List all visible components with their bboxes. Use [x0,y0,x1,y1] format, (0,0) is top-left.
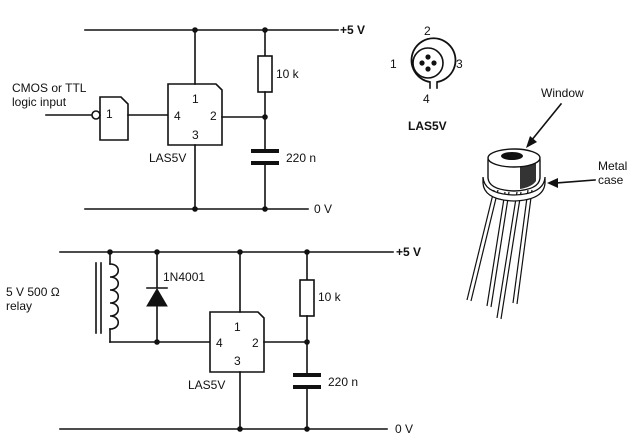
top-supply-label: +5 V [340,23,365,37]
top-resistor [257,55,273,93]
pinout-pin-dot-4 [425,66,431,72]
bottom-circuit: +5 V 0 V 5 V 500 Ω relay 1N4001 1 2 3 4 … [6,245,421,436]
package-drawing: Window Metal case [466,86,627,320]
top-ic-pin-4: 4 [174,109,181,123]
bottom-diode-body [146,288,168,307]
top-junction-supply-resistor [262,27,268,33]
pinout-pin-label-1: 1 [390,57,397,71]
package-window-arrow [529,102,563,143]
package-lead-4b [516,189,533,305]
package-window-arrowhead [526,136,537,148]
top-ic-pin-3: 3 [192,128,199,142]
pinout-pin-label-4: 4 [423,92,430,106]
bottom-resistor [299,279,315,317]
top-gate-bubble [91,110,101,120]
bottom-ic-pin-2: 2 [252,336,259,350]
top-capacitor-label: 220 n [286,151,316,165]
pinout-label: LAS5V [408,119,447,133]
package-case-label-line2: case [598,173,624,187]
pinout-pin-label-3: 3 [456,57,463,71]
package-body-shading [520,160,536,189]
bottom-relay-label-line2: relay [6,299,32,313]
top-input-label-line1: CMOS or TTL [12,81,87,95]
package-lead-4 [512,189,529,304]
package-lead-1b [470,189,499,302]
top-logic-gate [99,96,129,141]
bottom-ic-box [209,311,265,373]
pinout-outer-ring [410,37,457,83]
package-lead-2 [486,191,506,307]
top-ic-label: LAS5V [149,151,186,165]
bottom-junction-supply-ic [237,249,243,255]
pinout-pin-dot-1 [419,60,425,66]
top-input-label-line2: logic input [12,95,67,109]
bottom-ic-pin-4: 4 [216,336,223,350]
package-flange [482,176,546,202]
top-resistor-label: 10 k [276,67,300,81]
pinout-pin-dot-2 [425,54,431,60]
bottom-diode-label: 1N4001 [163,270,205,284]
package-case-arrow [555,179,596,184]
bottom-junction-supply-diode [154,249,160,255]
top-junction-resistor-cap [262,114,268,120]
package-case-label-line1: Metal [598,159,627,173]
bottom-junction-ground-cap [304,426,310,432]
top-ic-pin-1: 1 [192,92,199,106]
pinout-diagram: 2 1 3 4 LAS5V [390,24,463,133]
top-ground-label: 0 V [314,202,332,216]
top-junction-ground-cap [262,206,268,212]
top-ic-pin-2: 2 [210,109,217,123]
bottom-ground-label: 0 V [395,422,413,436]
package-lead-3b [500,191,522,320]
package-window [501,152,523,160]
bottom-junction-supply-relay [107,249,113,255]
bottom-relay-coil [109,263,120,330]
bottom-resistor-label: 10 k [318,290,342,304]
package-lead-2b [490,191,510,308]
bottom-junction-diode-relay [154,339,160,345]
top-junction-supply-ic [192,27,198,33]
package-window-label: Window [541,86,584,100]
bottom-ic-pin-3: 3 [234,354,241,368]
bottom-ic-label: LAS5V [188,378,225,392]
package-lead-3 [496,191,518,319]
top-gate-pin: 1 [106,107,113,121]
bottom-junction-supply-resistor [304,249,310,255]
pinout-pin-dot-3 [431,60,437,66]
package-case-arrowhead [547,178,558,188]
pinout-inner-ring [412,47,444,79]
bottom-junction-resistor-cap [304,339,310,345]
top-junction-ground-ic [192,206,198,212]
bottom-relay-label-line1: 5 V 500 Ω [6,285,60,299]
bottom-supply-label: +5 V [396,245,421,259]
bottom-ic-pin-1: 1 [234,320,241,334]
bottom-junction-ground-ic [237,426,243,432]
top-circuit: +5 V 0 V CMOS or TTL logic input 1 1 2 3… [12,23,365,216]
package-lead-1 [466,189,495,301]
bottom-capacitor-label: 220 n [328,375,358,389]
pinout-pin-label-2: 2 [424,24,431,38]
